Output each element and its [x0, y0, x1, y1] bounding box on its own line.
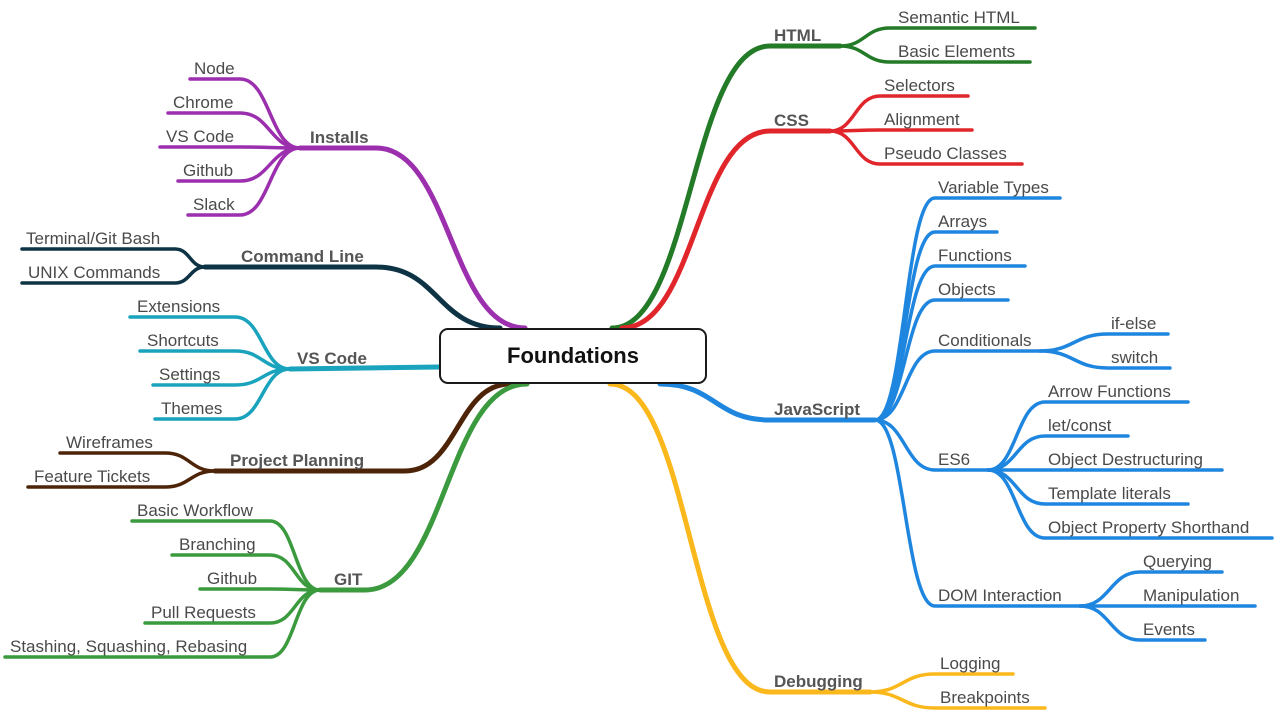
branch-installs[interactable]: Installs	[310, 128, 369, 147]
branch-command-line[interactable]: Command Line	[241, 247, 364, 266]
node-dom-interaction[interactable]: DOM Interaction	[938, 586, 1062, 605]
node-extensions[interactable]: Extensions	[137, 297, 221, 316]
edge-root-installs	[297, 145, 528, 331]
edge-root-css	[619, 128, 833, 331]
edge-vscode-3	[153, 367, 292, 421]
branch-css[interactable]: CSS	[774, 111, 809, 130]
edge-root-javascript	[657, 381, 878, 423]
edge-installs-4	[186, 146, 302, 217]
edge-css-1	[828, 128, 974, 133]
node-functions[interactable]: Functions	[938, 246, 1012, 265]
node-unix-commands[interactable]: UNIX Commands	[28, 263, 161, 282]
node-basic-workflow[interactable]: Basic Workflow	[137, 501, 253, 520]
edge-installs-2	[158, 145, 302, 150]
node-installs-github[interactable]: Github	[183, 161, 234, 180]
node-conditionals[interactable]: Conditionals	[938, 331, 1032, 350]
node-logging[interactable]: Logging	[940, 654, 1001, 673]
node-installs-chrome[interactable]: Chrome	[173, 93, 234, 112]
node-feature-tickets[interactable]: Feature Tickets	[34, 467, 151, 486]
edge-css-2	[828, 129, 1024, 166]
root-node-label: Foundations	[507, 343, 639, 368]
node-selectors[interactable]: Selectors	[884, 76, 955, 95]
node-settings[interactable]: Settings	[159, 365, 221, 384]
node-if-else[interactable]: if-else	[1111, 314, 1157, 333]
edge-conditionals-1	[1038, 349, 1172, 370]
edge-root-html	[609, 43, 843, 331]
edge-debugging-1	[868, 690, 1047, 710]
node-querying[interactable]: Querying	[1143, 552, 1212, 571]
branch-git[interactable]: GIT	[334, 570, 363, 589]
branch-javascript[interactable]: JavaScript	[774, 400, 860, 419]
node-pull-requests[interactable]: Pull Requests	[151, 603, 256, 622]
node-switch[interactable]: switch	[1111, 348, 1159, 367]
edge-root-command-line	[202, 264, 503, 331]
node-events[interactable]: Events	[1143, 620, 1195, 639]
edge-javascript-4	[873, 349, 1042, 422]
edge-root-git	[317, 381, 530, 593]
edge-command-line-1	[20, 265, 207, 285]
node-installs-vscode[interactable]: VS Code	[166, 127, 235, 146]
node-basic-elements[interactable]: Basic Elements	[898, 42, 1016, 61]
edge-javascript-3	[873, 298, 1010, 422]
node-semantic-html[interactable]: Semantic HTML	[898, 8, 1020, 27]
edge-javascript-6	[873, 418, 1082, 608]
branch-project-planning[interactable]: Project Planning	[230, 451, 365, 470]
edge-project-planning-1	[26, 469, 217, 489]
node-variable-types[interactable]: Variable Types	[938, 178, 1049, 197]
edge-git-2	[198, 587, 322, 592]
edge-es6-4	[986, 468, 1274, 540]
node-git-github[interactable]: Github	[207, 569, 258, 588]
node-wireframes[interactable]: Wireframes	[66, 433, 153, 452]
edge-root-debugging	[607, 381, 873, 695]
branch-vscode[interactable]: VS Code	[297, 349, 367, 368]
edge-git-4	[3, 588, 322, 659]
root-node[interactable]: Foundations	[439, 328, 707, 384]
node-stashing-squashing-rebasing[interactable]: Stashing, Squashing, Rebasing	[10, 637, 248, 656]
edge-root-vscode	[287, 364, 442, 372]
node-let-const[interactable]: let/const	[1048, 416, 1112, 435]
node-arrow-functions[interactable]: Arrow Functions	[1048, 382, 1171, 401]
node-manipulation[interactable]: Manipulation	[1143, 586, 1240, 605]
node-themes[interactable]: Themes	[161, 399, 223, 418]
edge-root-project-planning	[212, 381, 513, 474]
node-object-property-shorthand[interactable]: Object Property Shorthand	[1048, 518, 1250, 537]
edge-dom-2	[1078, 604, 1207, 642]
node-branching[interactable]: Branching	[179, 535, 256, 554]
node-arrays[interactable]: Arrays	[938, 212, 988, 231]
node-terminal-git-bash[interactable]: Terminal/Git Bash	[26, 229, 161, 248]
node-object-destructuring[interactable]: Object Destructuring	[1048, 450, 1203, 469]
node-es6[interactable]: ES6	[938, 450, 971, 469]
node-template-literals[interactable]: Template literals	[1048, 484, 1171, 503]
node-pseudo-classes[interactable]: Pseudo Classes	[884, 144, 1007, 163]
node-objects[interactable]: Objects	[938, 280, 996, 299]
node-alignment[interactable]: Alignment	[884, 110, 960, 129]
branch-debugging[interactable]: Debugging	[774, 672, 863, 691]
node-installs-node[interactable]: Node	[194, 59, 235, 78]
edge-html-1	[838, 44, 1032, 64]
edge-javascript-5	[873, 418, 990, 472]
node-breakpoints[interactable]: Breakpoints	[940, 688, 1030, 707]
mindmap-edges	[3, 26, 1274, 710]
node-shortcuts[interactable]: Shortcuts	[147, 331, 219, 350]
branch-html[interactable]: HTML	[774, 26, 822, 45]
node-installs-slack[interactable]: Slack	[193, 195, 235, 214]
